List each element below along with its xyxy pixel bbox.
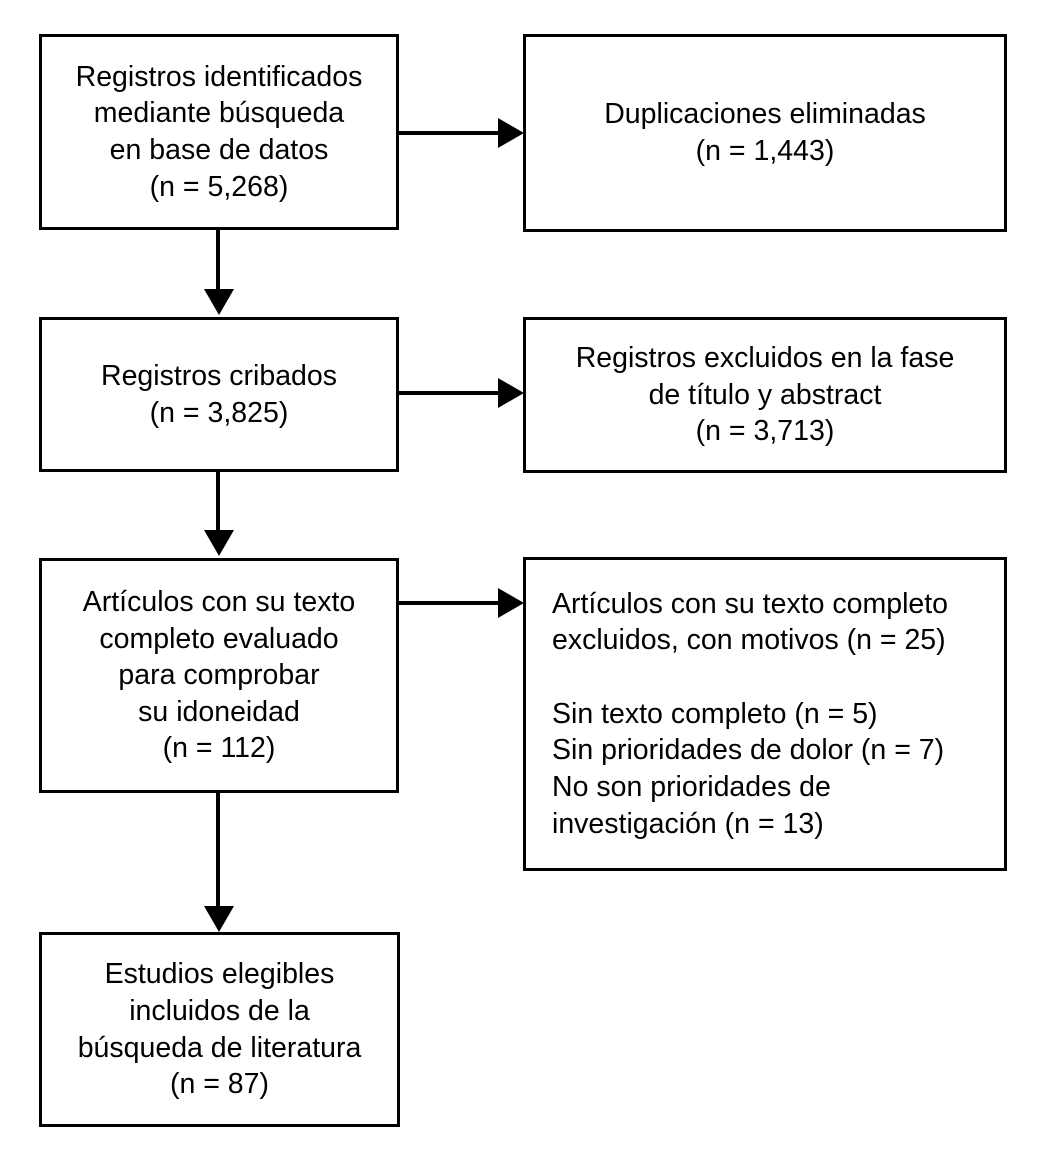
records-screened-box: Registros cribados (n = 3,825): [39, 317, 399, 472]
fulltext-assessed-box: Artículos con su texto completo evaluado…: [39, 558, 399, 793]
records-identified-text: Registros identificados mediante búsqued…: [75, 60, 363, 203]
records-screened-text: Registros cribados (n = 3,825): [100, 359, 337, 429]
duplicates-removed-text: Duplicaciones eliminadas (n = 1,443): [604, 98, 926, 167]
connector-fulltext-to-included-line: [216, 793, 220, 908]
studies-included-box: Estudios elegibles incluidos de la búsqu…: [39, 932, 400, 1127]
duplicates-removed-box: Duplicaciones eliminadas (n = 1,443): [523, 34, 1007, 232]
studies-included-text: Estudios elegibles incluidos de la búsqu…: [77, 958, 362, 1101]
connector-fulltext-to-excluded-line: [399, 601, 501, 605]
records-excluded-title-abstract-text: Registros excluidos en la fase de título…: [575, 342, 955, 448]
connector-identified-to-duplicates-line: [399, 131, 501, 135]
fulltext-assessed-text: Artículos con su texto completo evaluado…: [82, 585, 356, 765]
connector-identified-to-screened-line: [216, 230, 220, 292]
connector-fulltext-to-excluded-arrowhead-icon: [498, 588, 524, 618]
records-identified-box: Registros identificados mediante búsqued…: [39, 34, 399, 230]
connector-screened-to-excluded-ta-line: [399, 391, 501, 395]
connector-identified-to-screened-arrowhead-icon: [204, 289, 234, 315]
fulltext-excluded-with-reasons-box: Artículos con su texto completo excluido…: [523, 557, 1007, 871]
records-excluded-title-abstract-box: Registros excluidos en la fase de título…: [523, 317, 1007, 473]
fulltext-excluded-with-reasons-text: Artículos con su texto completo excluido…: [552, 587, 949, 840]
connector-screened-to-fulltext-arrowhead-icon: [204, 530, 234, 556]
connector-fulltext-to-included-arrowhead-icon: [204, 906, 234, 932]
connector-identified-to-duplicates-arrowhead-icon: [498, 118, 524, 148]
connector-screened-to-fulltext-line: [216, 472, 220, 532]
connector-screened-to-excluded-ta-arrowhead-icon: [498, 378, 524, 408]
